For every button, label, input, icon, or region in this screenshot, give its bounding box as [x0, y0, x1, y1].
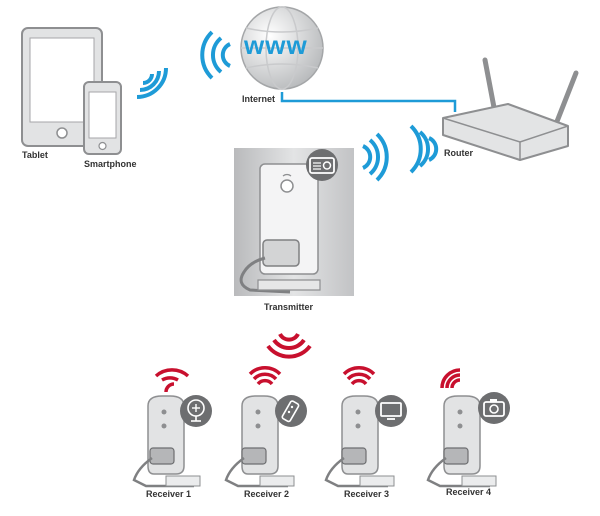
camera-icon — [478, 392, 510, 424]
www-text: www — [244, 30, 308, 60]
smartphone-label: Smartphone — [84, 159, 137, 169]
smartphone-device — [83, 81, 122, 155]
internet-router-connection — [280, 92, 457, 112]
transmitter-label: Transmitter — [264, 302, 314, 312]
fan-icon — [180, 395, 212, 427]
receiver-1-label: Receiver 1 — [146, 489, 192, 499]
tv-icon — [375, 395, 407, 427]
receiver-4-device — [426, 395, 497, 488]
tablet-wifi-icon — [136, 67, 168, 99]
receiver-4-rf-signal-icon — [440, 368, 461, 389]
radio-icon — [306, 149, 338, 181]
tablet-device — [21, 27, 103, 147]
globe-icon — [240, 6, 324, 90]
receiver-2-device — [224, 395, 295, 488]
receiver-2-rf-signal-icon — [248, 366, 282, 386]
receiver-3-rf-signal-icon — [342, 366, 376, 386]
tablet-label: Tablet — [22, 150, 48, 160]
internet-wifi-icon — [200, 30, 231, 80]
receiver-3-device — [324, 395, 395, 488]
internet-label: Internet — [242, 94, 276, 104]
receiver-1-device — [132, 395, 201, 488]
router-label: Router — [444, 148, 473, 158]
receiver-1-rf-signal-icon — [154, 368, 190, 393]
router-wifi-icon — [409, 124, 439, 174]
receiver-4-label: Receiver 4 — [446, 487, 492, 497]
remote-control-icon — [275, 395, 307, 427]
receiver-3-label: Receiver 3 — [344, 489, 390, 499]
transmitter-wifi-icon — [362, 132, 389, 182]
receiver-2-label: Receiver 2 — [244, 489, 290, 499]
transmitter-rf-signal-icon — [266, 332, 312, 359]
router-device — [442, 57, 579, 161]
